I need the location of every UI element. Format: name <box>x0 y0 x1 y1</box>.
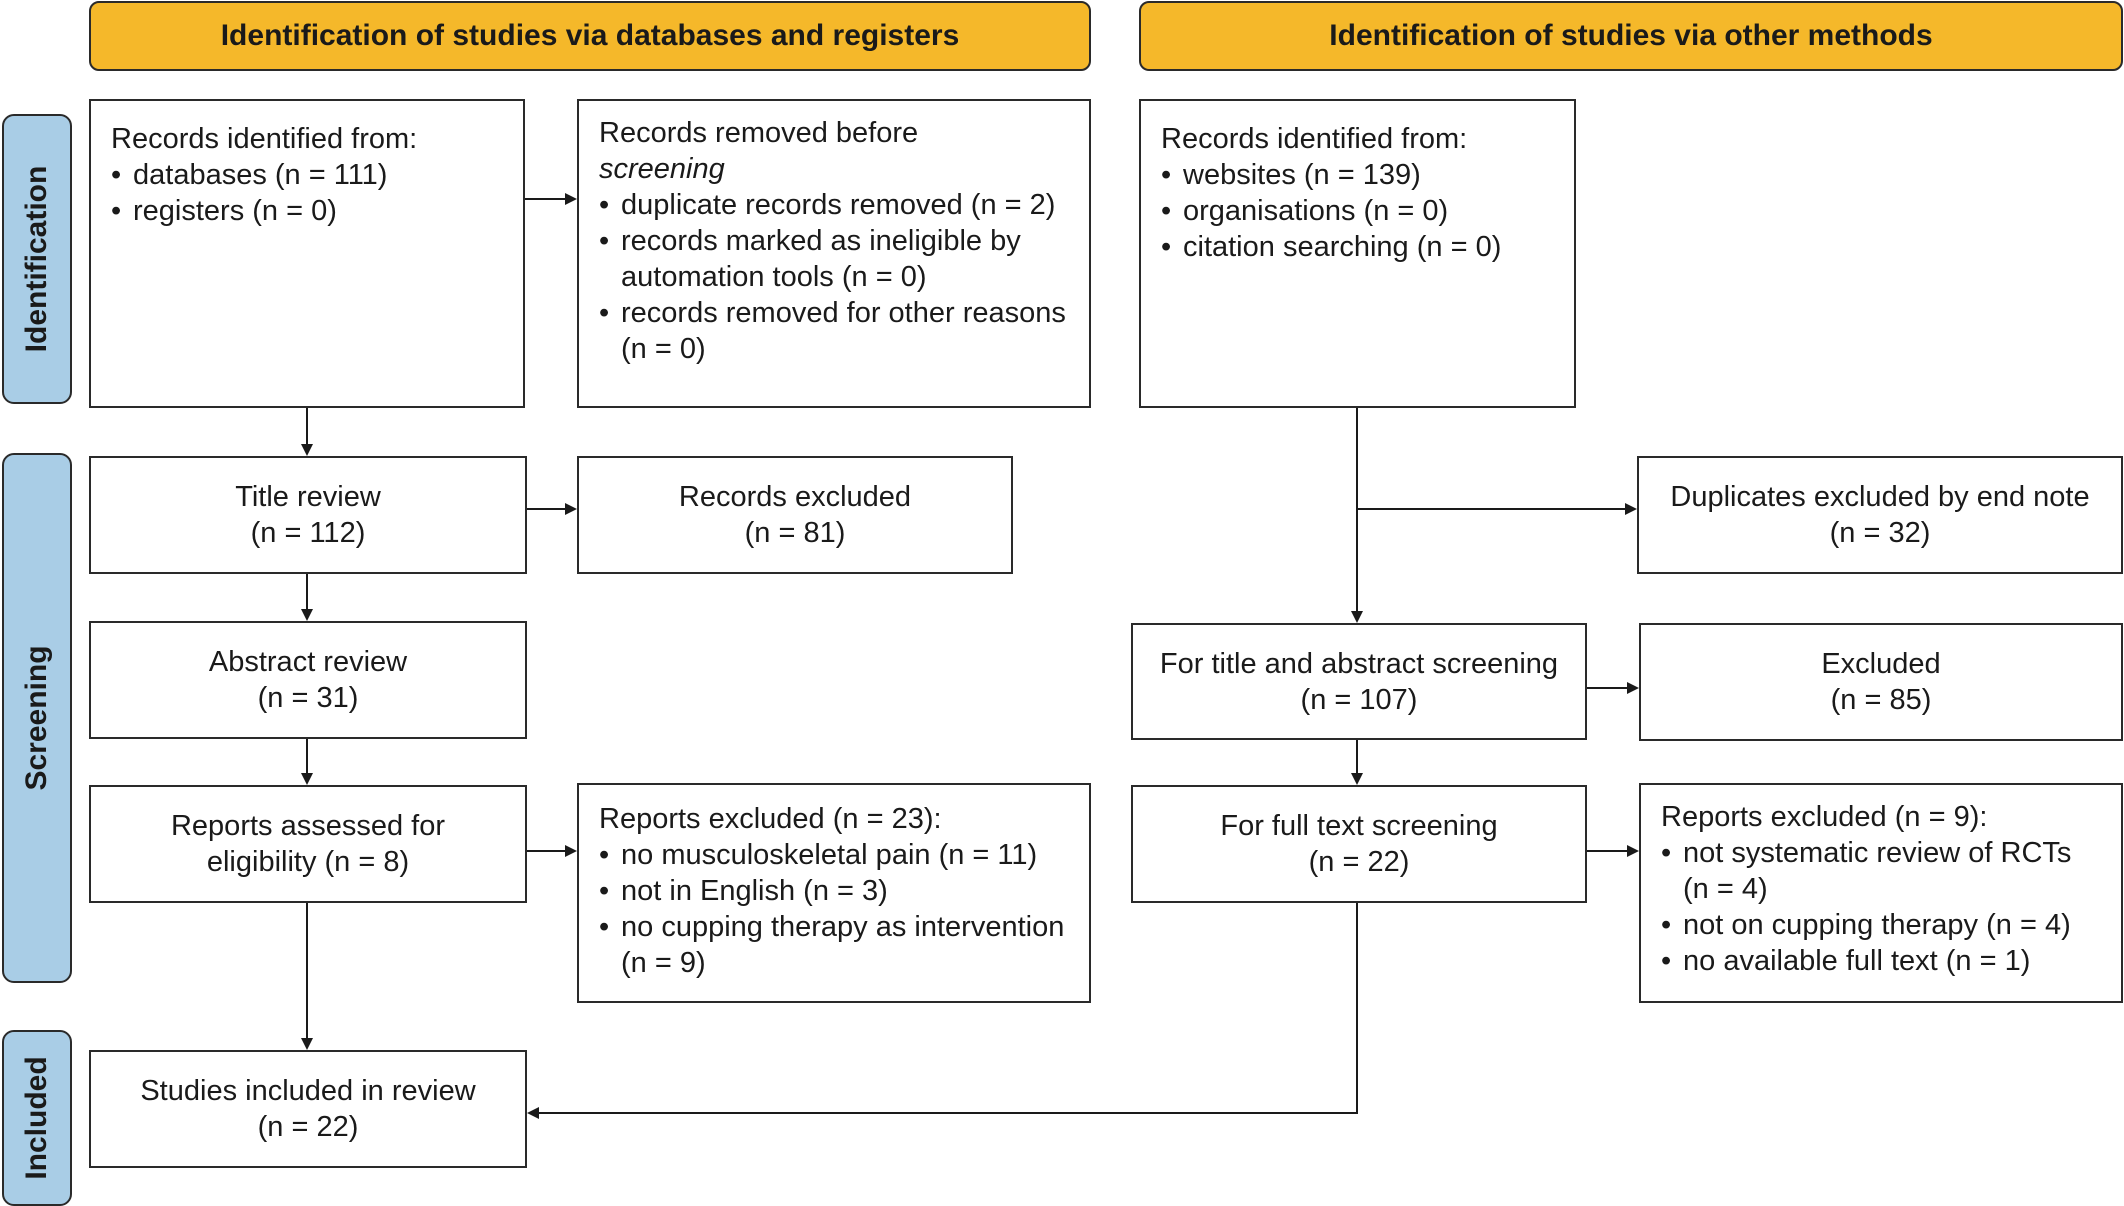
title-review-count: (n = 112) <box>250 517 366 549</box>
stage-identification: Identification <box>2 114 72 404</box>
excluded-label: Excluded <box>1821 648 1941 680</box>
records-excluded-box: Records excluded (n = 81) <box>577 456 1013 574</box>
excluded-box: Excluded (n = 85) <box>1639 623 2123 741</box>
full-text-screening-count: (n = 22) <box>1308 846 1410 878</box>
reports-assessed-count: eligibility (n = 8) <box>206 846 410 878</box>
records-removed-list: duplicate records removed (n = 2) record… <box>599 187 1069 367</box>
abstract-review-label: Abstract review <box>208 646 408 678</box>
header-databases-registers-text: Identification of studies via databases … <box>220 19 960 52</box>
list-item: duplicate records removed (n = 2) <box>599 187 1069 223</box>
title-review-label: Title review <box>235 481 381 513</box>
list-item: not in English (n = 3) <box>599 873 1069 909</box>
reports-assessed-label: Reports assessed for <box>170 810 445 842</box>
records-identified-other-list: websites (n = 139) organisations (n = 0)… <box>1161 157 1554 265</box>
records-identified-databases-box: Records identified from: databases (n = … <box>89 99 525 408</box>
duplicates-excluded-label: Duplicates excluded by end note <box>1670 481 2090 513</box>
records-excluded-label: Records excluded <box>678 481 912 513</box>
header-databases-registers: Identification of studies via databases … <box>89 1 1091 71</box>
records-identified-other-title: Records identified from: <box>1161 123 1468 155</box>
full-text-screening-box: For full text screening (n = 22) <box>1131 785 1587 903</box>
studies-included-count: (n = 22) <box>257 1111 359 1143</box>
header-other-methods: Identification of studies via other meth… <box>1139 1 2123 71</box>
records-removed-title-line1: Records removed before <box>599 117 919 149</box>
stage-included: Included <box>2 1030 72 1206</box>
duplicates-excluded-count: (n = 32) <box>1829 517 1931 549</box>
records-removed-box: Records removed before screening duplica… <box>577 99 1091 408</box>
reports-assessed-box: Reports assessed for eligibility (n = 8) <box>89 785 527 903</box>
records-identified-other-box: Records identified from: websites (n = 1… <box>1139 99 1576 408</box>
list-item: not systematic review of RCTs (n = 4) <box>1661 835 2101 907</box>
abstract-review-box: Abstract review (n = 31) <box>89 621 527 739</box>
reports-excluded-list: no musculoskeletal pain (n = 11) not in … <box>599 837 1069 981</box>
list-item: databases (n = 111) <box>111 157 503 193</box>
list-item: organisations (n = 0) <box>1161 193 1554 229</box>
excluded-count: (n = 85) <box>1830 684 1932 716</box>
list-item: citation searching (n = 0) <box>1161 229 1554 265</box>
reports-excluded-other-box: Reports excluded (n = 9): not systematic… <box>1639 783 2123 1003</box>
list-item: no musculoskeletal pain (n = 11) <box>599 837 1069 873</box>
records-identified-title: Records identified from: <box>111 123 418 155</box>
title-abstract-screening-count: (n = 107) <box>1300 683 1418 716</box>
abstract-review-count: (n = 31) <box>257 682 359 714</box>
list-item: websites (n = 139) <box>1161 157 1554 193</box>
title-review-box: Title review (n = 112) <box>89 456 527 574</box>
list-item: registers (n = 0) <box>111 193 503 229</box>
title-abstract-screening-label: For title and abstract screening <box>1159 647 1559 680</box>
records-excluded-count: (n = 81) <box>744 517 846 549</box>
full-text-screening-label: For full text screening <box>1220 810 1498 842</box>
list-item: not on cupping therapy (n = 4) <box>1661 907 2101 943</box>
reports-excluded-other-list: not systematic review of RCTs (n = 4) no… <box>1661 835 2101 979</box>
stage-screening: Screening <box>2 453 72 983</box>
list-item: records removed for other reasons (n = 0… <box>599 295 1069 367</box>
arrow-full-text-to-included <box>527 903 1358 1119</box>
studies-included-box: Studies included in review (n = 22) <box>89 1050 527 1168</box>
studies-included-label: Studies included in review <box>140 1075 476 1107</box>
duplicates-excluded-box: Duplicates excluded by end note (n = 32) <box>1637 456 2123 574</box>
list-item: no cupping therapy as intervention (n = … <box>599 909 1069 981</box>
records-removed-title-line2: screening <box>599 153 725 185</box>
title-abstract-screening-box: For title and abstract screening (n = 10… <box>1131 623 1587 740</box>
header-other-methods-text: Identification of studies via other meth… <box>1329 19 1933 52</box>
list-item: no available full text (n = 1) <box>1661 943 2101 979</box>
reports-excluded-databases-box: Reports excluded (n = 23): no musculoske… <box>577 783 1091 1003</box>
reports-excluded-other-title: Reports excluded (n = 9): <box>1661 801 1988 833</box>
list-item: records marked as ineligible by automati… <box>599 223 1069 295</box>
records-identified-list: databases (n = 111) registers (n = 0) <box>111 157 503 229</box>
reports-excluded-title: Reports excluded (n = 23): <box>599 803 942 835</box>
